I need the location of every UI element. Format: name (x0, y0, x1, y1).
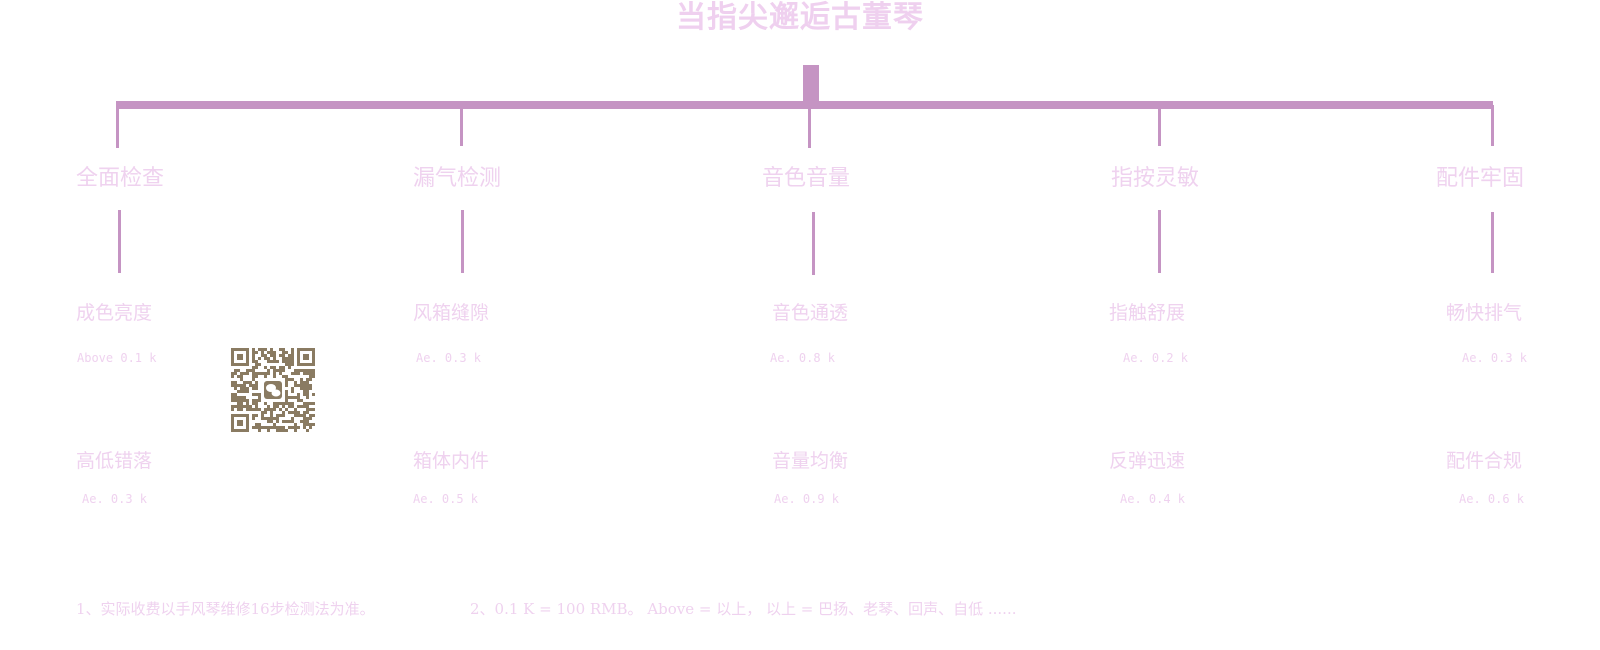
item-name: 配件合规 (1446, 450, 1523, 472)
branch-drop (116, 105, 119, 148)
item-price: Ae. 0.3 k (82, 492, 148, 506)
main-horizontal-bar (116, 101, 1493, 109)
item-price: Ae. 0.6 k (1459, 492, 1525, 506)
page-title: 当指尖邂逅古董琴 (676, 0, 924, 35)
branch-drop (1491, 105, 1494, 146)
item-name: 风箱缝隙 (413, 302, 490, 324)
item-price: Above 0.1 k (77, 351, 157, 365)
item-price: Ae. 0.8 k (770, 351, 836, 365)
category-label: 全面检查 (76, 166, 165, 191)
item-price: Ae. 0.3 k (1462, 351, 1528, 365)
item-name: 指触舒展 (1109, 302, 1186, 324)
item-name: 成色亮度 (76, 302, 153, 324)
category-label: 指按灵敏 (1111, 166, 1200, 191)
category-label: 配件牢固 (1436, 166, 1525, 191)
wechat-qr-code-icon (231, 348, 315, 432)
item-price: Ae. 0.2 k (1123, 351, 1189, 365)
item-price: Ae. 0.3 k (416, 351, 482, 365)
sub-connector (812, 212, 815, 275)
category-label: 漏气检测 (413, 166, 502, 191)
sub-connector (461, 210, 464, 273)
category-label: 音色音量 (762, 166, 851, 191)
sub-connector (1491, 212, 1494, 273)
footer-note-1: 1、实际收费以手风琴维修16步检测法为准。 (76, 600, 375, 618)
root-stem (803, 65, 819, 104)
item-name: 音色通透 (772, 302, 849, 324)
item-price: Ae. 0.4 k (1120, 492, 1186, 506)
item-name: 音量均衡 (772, 450, 849, 472)
item-name: 畅快排气 (1446, 302, 1523, 324)
item-price: Ae. 0.9 k (774, 492, 840, 506)
sub-connector (118, 210, 121, 273)
branch-drop (460, 105, 463, 146)
item-name: 高低错落 (76, 450, 153, 472)
item-name: 箱体内件 (413, 450, 490, 472)
item-price: Ae. 0.5 k (413, 492, 479, 506)
item-name: 反弹迅速 (1109, 450, 1186, 472)
sub-connector (1158, 210, 1161, 273)
branch-drop (1158, 105, 1161, 146)
branch-drop (808, 105, 811, 148)
footer-note-2: 2、0.1 K = 100 RMB。 Above = 以上， 以上 = 巴扬、老… (470, 600, 1017, 618)
